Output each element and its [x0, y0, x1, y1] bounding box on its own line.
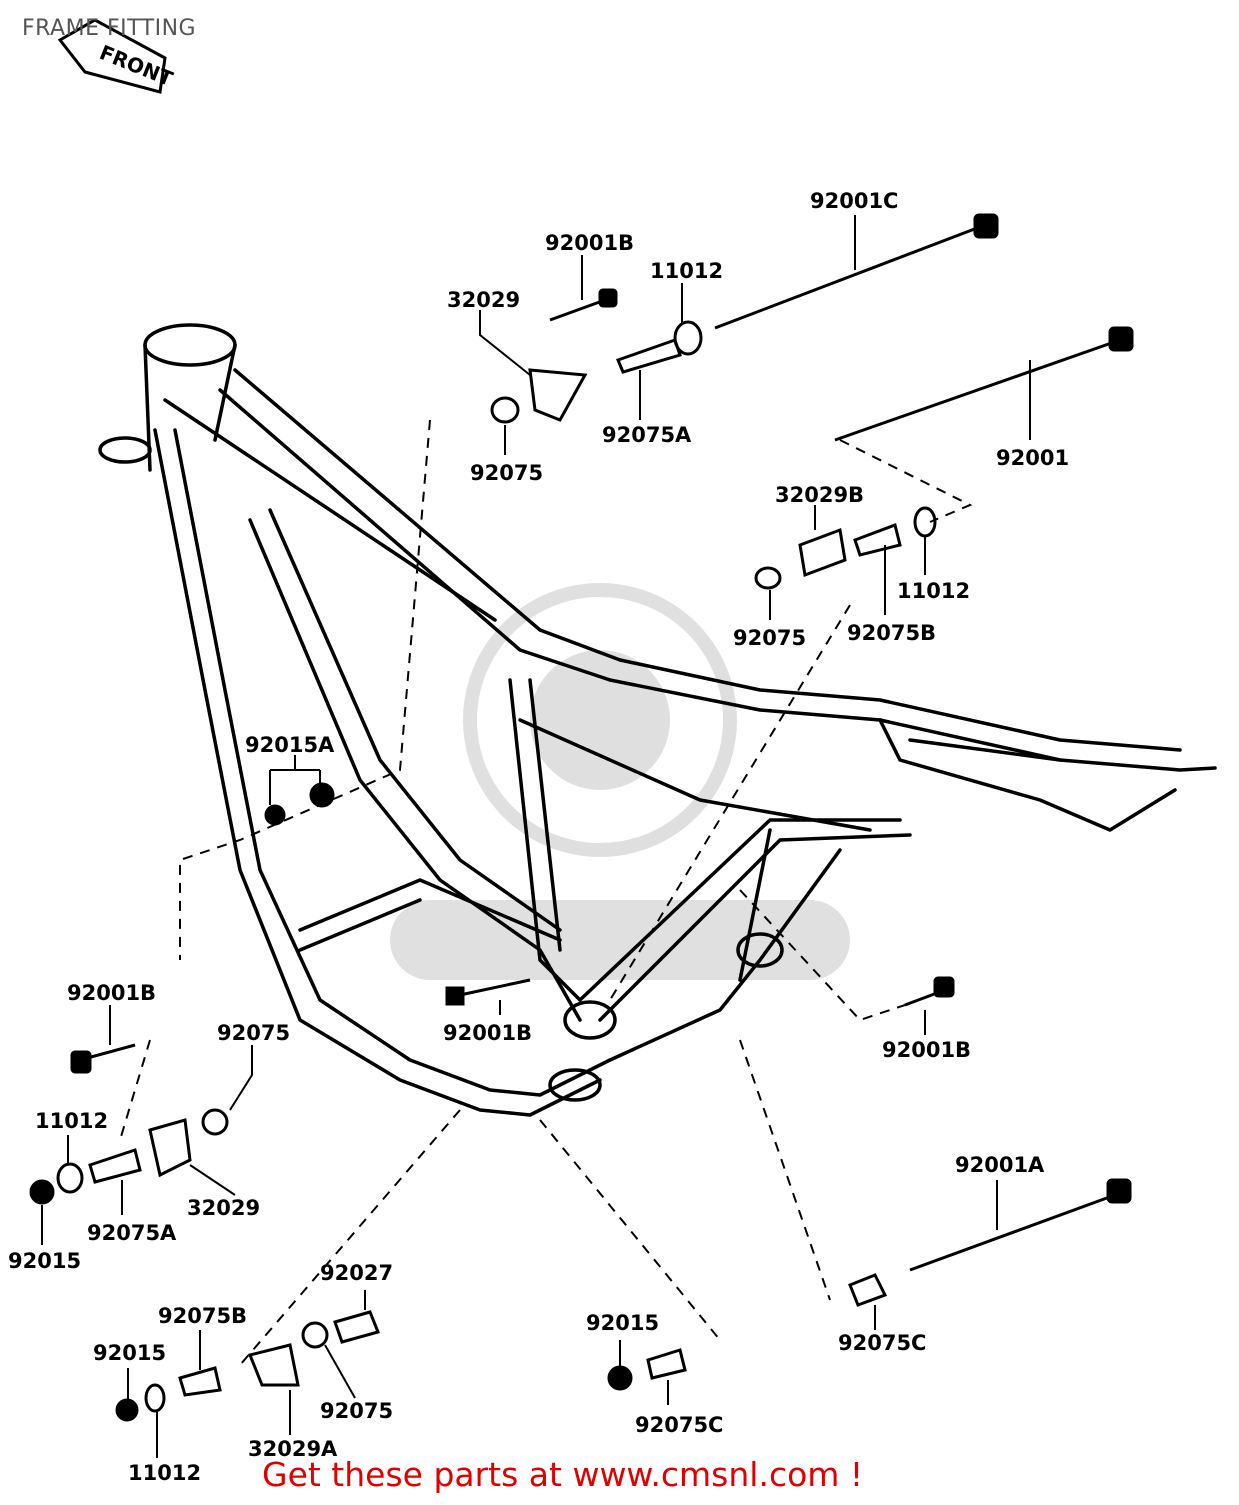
- part-label: 92001B: [67, 981, 156, 1005]
- part-label: 11012: [128, 1461, 201, 1485]
- part-label: 92015: [586, 1311, 659, 1335]
- part-label: 92075A: [602, 423, 692, 447]
- part-label: 92075: [733, 626, 806, 650]
- part-label: 32029B: [775, 483, 864, 507]
- part-label: 92001A: [955, 1153, 1045, 1177]
- part-label: 92075: [217, 1021, 290, 1045]
- motorcycle-frame: [98, 323, 1217, 1117]
- part-label: 92075C: [838, 1331, 926, 1355]
- part-label: 92075: [320, 1399, 393, 1423]
- part-label: 92001B: [882, 1038, 971, 1062]
- part-label: 92015A: [245, 733, 335, 757]
- part-label: 92075: [470, 461, 543, 485]
- part-label: 92075B: [158, 1304, 247, 1328]
- footer-promo-link[interactable]: Get these parts at www.cmsnl.com !: [262, 1455, 864, 1494]
- part-label: 92015: [93, 1341, 166, 1365]
- part-label: 92001C: [810, 189, 898, 213]
- part-label: 92075A: [87, 1221, 177, 1245]
- part-label: 32029: [447, 288, 520, 312]
- part-labels: 92001C 92001B 11012 32029 92075A 92075 9…: [8, 189, 1069, 1485]
- part-label: 92075C: [635, 1413, 723, 1437]
- part-label: 92001: [996, 446, 1069, 470]
- part-label: 92075B: [847, 621, 936, 645]
- part-label: 11012: [897, 579, 970, 603]
- frame-components: [29, 213, 1134, 1422]
- leader-lines: [41, 215, 1031, 1458]
- bolt-92001: [834, 338, 1121, 442]
- front-arrow-label: FRONT: [96, 40, 176, 91]
- part-label: 32029: [187, 1196, 260, 1220]
- part-label: 92001B: [443, 1021, 532, 1045]
- part-label: 11012: [650, 259, 723, 283]
- part-label: 92027: [320, 1261, 393, 1285]
- diagram-title: FRAME FITTING: [22, 16, 197, 41]
- part-label: 11012: [35, 1109, 108, 1133]
- bolt-92001b-top: [549, 298, 606, 322]
- bolt-92001c: [714, 223, 986, 330]
- part-label: 92015: [8, 1249, 81, 1273]
- part-label: 32029A: [248, 1437, 338, 1461]
- part-label: 92001B: [545, 231, 634, 255]
